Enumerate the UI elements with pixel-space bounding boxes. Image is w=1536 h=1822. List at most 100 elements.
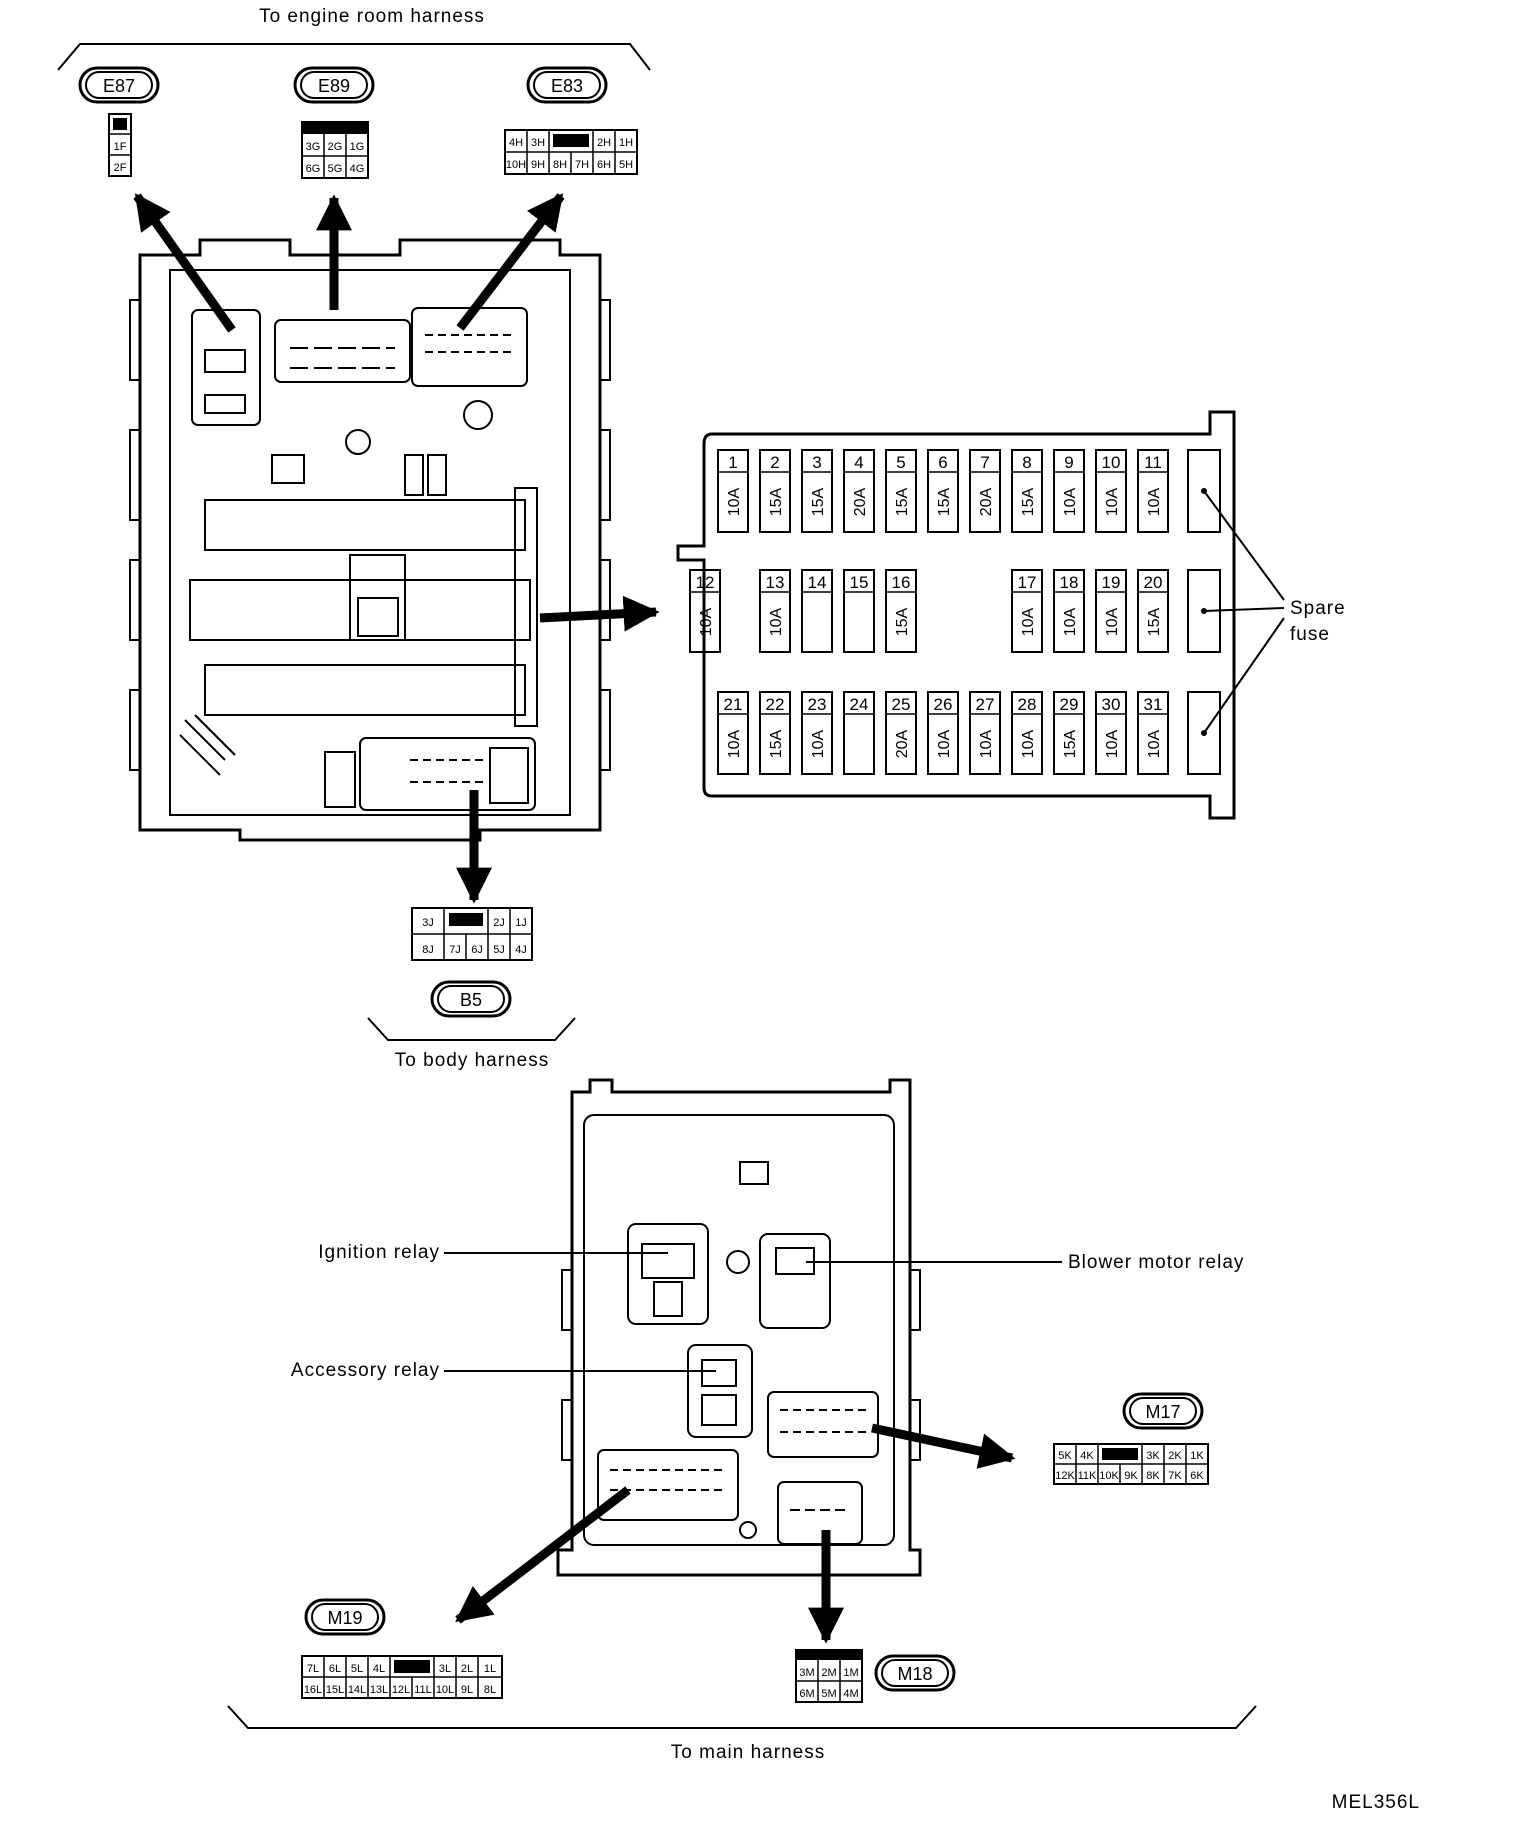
fuse-slot bbox=[689, 569, 721, 653]
connector-m19-pins: 7L 6L 5L 4L 3L 2L 1L 16L 15L 14L 13L 12L… bbox=[301, 1655, 503, 1699]
svg-text:5J: 5J bbox=[493, 944, 505, 956]
engine-room-bracket bbox=[57, 43, 651, 71]
svg-text:6H: 6H bbox=[597, 159, 611, 171]
fuse-amperage: 10A bbox=[726, 729, 743, 758]
fuse-amperage: 20A bbox=[852, 487, 869, 516]
connector-m17-pins: 5K 4K 3K 2K 1K 12K 11K 10K 9K 8K 7K 6K bbox=[1053, 1443, 1209, 1485]
fuse-amperage: 10A bbox=[768, 607, 785, 636]
ignition-relay-label: Ignition relay bbox=[318, 1242, 440, 1263]
fuse-amperage: 10A bbox=[1104, 607, 1121, 636]
svg-text:9H: 9H bbox=[531, 159, 545, 171]
arrow-to-m17 bbox=[871, 1423, 1016, 1469]
fuse-number: 29 bbox=[1060, 695, 1079, 714]
fuse-amperage: 15A bbox=[1020, 487, 1037, 516]
fuse-amperage: 10A bbox=[1020, 729, 1037, 758]
svg-text:4G: 4G bbox=[350, 163, 365, 175]
fuse-amperage: 10A bbox=[936, 729, 953, 758]
svg-text:9L: 9L bbox=[461, 1684, 473, 1696]
svg-text:E87: E87 bbox=[103, 76, 135, 96]
fuse-amperage: 15A bbox=[810, 487, 827, 516]
svg-text:6J: 6J bbox=[471, 944, 483, 956]
fuse-amperage: 20A bbox=[894, 729, 911, 758]
svg-text:B5: B5 bbox=[460, 990, 482, 1010]
fuse-slot bbox=[759, 569, 791, 653]
spare-fuse-label-line2: fuse bbox=[1290, 624, 1330, 645]
svg-text:1J: 1J bbox=[515, 917, 527, 929]
fuse-amperage: 10A bbox=[1104, 487, 1121, 516]
connector-e87-pins: 1F 2F bbox=[108, 113, 132, 177]
connector-m18-pins: 3M 2M 1M 6M 5M 4M bbox=[795, 1649, 863, 1703]
fuse-amperage: 10A bbox=[1062, 487, 1079, 516]
svg-text:3J: 3J bbox=[422, 917, 434, 929]
spare-fuse-label-line1: Spare bbox=[1290, 598, 1346, 619]
svg-text:5L: 5L bbox=[351, 1663, 363, 1675]
main-harness-bracket bbox=[227, 1705, 1257, 1729]
fuse-amperage: 10A bbox=[1062, 607, 1079, 636]
svg-text:2K: 2K bbox=[1168, 1450, 1182, 1462]
fuse-23: 23 10A bbox=[801, 691, 833, 775]
fuse-slot bbox=[1011, 569, 1043, 653]
fuse-slot bbox=[885, 449, 917, 533]
fuse-slot bbox=[1053, 691, 1085, 775]
fuse-7: 7 20A bbox=[969, 449, 1001, 533]
svg-text:6K: 6K bbox=[1190, 1470, 1204, 1482]
svg-text:15L: 15L bbox=[326, 1684, 344, 1696]
svg-text:5H: 5H bbox=[619, 159, 633, 171]
svg-text:8K: 8K bbox=[1146, 1470, 1160, 1482]
fuse-number: 18 bbox=[1060, 573, 1079, 592]
fuse-amperage: 10A bbox=[1146, 729, 1163, 758]
svg-text:5K: 5K bbox=[1058, 1450, 1072, 1462]
svg-text:2J: 2J bbox=[493, 917, 505, 929]
fuse-slot bbox=[843, 569, 875, 653]
main-harness-label: To main harness bbox=[671, 1742, 825, 1763]
connector-e87-tag: E87 bbox=[78, 66, 160, 104]
connector-e83-pins: 4H 3H 2H 1H 10H 9H 8H 7H 6H 5H bbox=[504, 129, 638, 175]
svg-text:7L: 7L bbox=[307, 1663, 319, 1675]
svg-text:8J: 8J bbox=[422, 944, 434, 956]
fuse-amperage: 10A bbox=[726, 487, 743, 516]
svg-text:2G: 2G bbox=[328, 141, 343, 153]
fuse-14: 14 bbox=[801, 569, 833, 653]
fuse-amperage: 10A bbox=[810, 729, 827, 758]
fuse-number: 19 bbox=[1102, 573, 1121, 592]
svg-text:3M: 3M bbox=[799, 1667, 814, 1679]
fuse-slot bbox=[969, 691, 1001, 775]
fuse-amperage: 15A bbox=[768, 729, 785, 758]
svg-text:1M: 1M bbox=[843, 1667, 858, 1679]
fuse-number: 7 bbox=[980, 453, 989, 472]
svg-text:10L: 10L bbox=[436, 1684, 454, 1696]
svg-text:5G: 5G bbox=[328, 163, 343, 175]
fuse-slot bbox=[801, 449, 833, 533]
svg-text:12K: 12K bbox=[1055, 1470, 1075, 1482]
upper-fuse-block-drawing bbox=[129, 238, 611, 842]
fuse-number: 23 bbox=[808, 695, 827, 714]
fuse-amperage: 10A bbox=[698, 607, 715, 636]
fuse-number: 1 bbox=[728, 453, 737, 472]
fuse-amperage: 15A bbox=[1146, 607, 1163, 636]
svg-text:1L: 1L bbox=[484, 1663, 496, 1675]
fuse-number: 8 bbox=[1022, 453, 1031, 472]
svg-text:11K: 11K bbox=[1078, 1470, 1097, 1482]
fuse-layout-outline bbox=[676, 410, 1236, 820]
svg-text:4M: 4M bbox=[843, 1688, 858, 1700]
fuse-number: 21 bbox=[724, 695, 743, 714]
connector-e89-pins: 3G 2G 1G 6G 5G 4G bbox=[301, 121, 369, 179]
svg-text:1G: 1G bbox=[350, 141, 365, 153]
fuse-amperage: 15A bbox=[894, 487, 911, 516]
fuse-slot bbox=[759, 691, 791, 775]
svg-text:3G: 3G bbox=[306, 141, 321, 153]
svg-text:2F: 2F bbox=[114, 162, 127, 174]
fuse-amperage: 20A bbox=[978, 487, 995, 516]
fuse-slot bbox=[1011, 449, 1043, 533]
arrow-to-m19 bbox=[455, 1486, 631, 1624]
